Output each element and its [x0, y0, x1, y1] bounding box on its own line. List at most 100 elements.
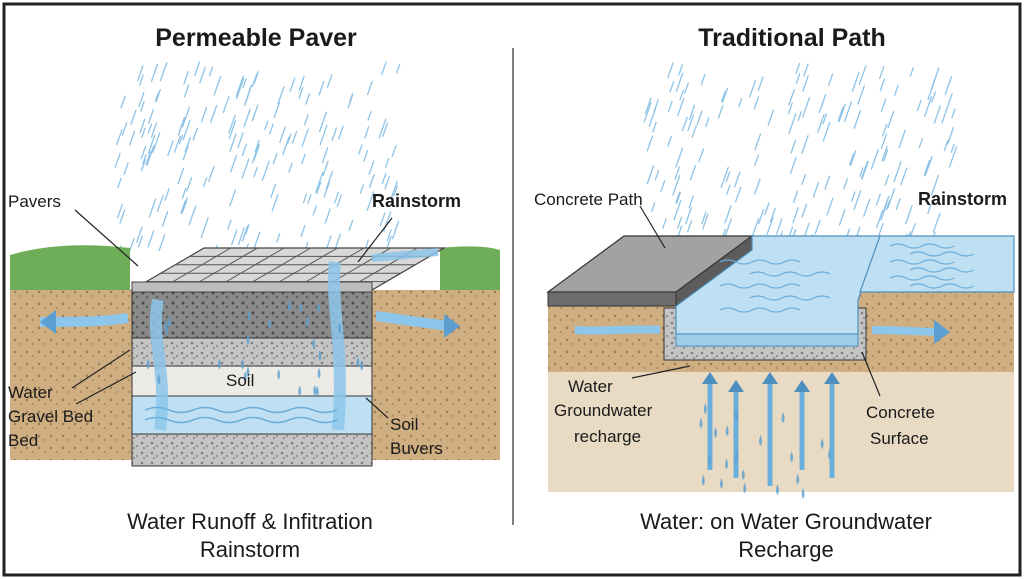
rain-streak	[754, 154, 760, 167]
rain-streak	[199, 66, 206, 84]
rain-streak	[757, 209, 765, 225]
water-drip	[781, 412, 785, 424]
rain-streak	[279, 126, 286, 144]
wave-line	[749, 271, 831, 277]
water-drips-left	[146, 300, 364, 397]
rain-streak	[227, 219, 232, 230]
rain-streak	[769, 207, 776, 223]
rain-streak	[315, 171, 324, 193]
rain-streak	[700, 73, 706, 86]
water-drip	[317, 367, 321, 379]
rain-streak	[802, 75, 809, 92]
rain-streak	[724, 205, 732, 224]
rain-streak	[208, 66, 214, 77]
rain-streak	[853, 109, 862, 129]
rain-streak	[672, 174, 681, 196]
rain-streak	[147, 134, 156, 154]
water-drip	[734, 409, 738, 421]
rain-streak	[140, 145, 147, 160]
rain-streak	[161, 210, 169, 228]
rain-streak	[229, 189, 237, 207]
water-drip	[157, 373, 161, 385]
water-drip	[360, 359, 364, 371]
rain-streak	[150, 63, 159, 83]
rain-streak	[200, 217, 209, 239]
rain-streak	[318, 80, 325, 96]
rain-streak	[696, 110, 703, 126]
rain-streak	[186, 177, 193, 192]
water-drip	[299, 301, 303, 313]
rain-streak	[738, 97, 743, 108]
rain-streak	[348, 219, 354, 231]
rain-streak	[818, 93, 827, 114]
rain-streak	[644, 97, 652, 115]
water-drip	[268, 317, 272, 329]
rain-streak	[875, 193, 881, 206]
rain-streak	[253, 231, 261, 250]
up-arrow-head	[794, 380, 810, 392]
water-drip	[703, 403, 707, 415]
rain-streak	[300, 224, 306, 237]
rain-streak	[137, 235, 143, 248]
wave-line	[889, 259, 955, 265]
rain-streak	[229, 154, 238, 173]
concrete-slab-front	[547, 291, 677, 307]
water-drip	[356, 356, 360, 368]
rain-streak	[381, 173, 387, 185]
rain-streak	[948, 146, 958, 168]
rain-streak	[137, 65, 144, 82]
rain-streak	[305, 93, 311, 105]
water-drip	[820, 438, 824, 450]
water-drip	[338, 322, 342, 334]
water-drip	[246, 366, 250, 378]
rain-streak	[181, 187, 187, 199]
rain-streak	[801, 203, 808, 218]
water-drip	[217, 358, 221, 370]
rain-streak	[797, 111, 802, 121]
up-arrow-head	[702, 372, 718, 384]
rain-streak	[120, 95, 126, 109]
rain-streak	[146, 144, 155, 166]
rain-streak	[667, 100, 673, 112]
label-water-right: Water	[568, 377, 613, 396]
rain-streak	[152, 132, 161, 153]
rain-streak	[325, 235, 332, 250]
water-drip	[707, 454, 711, 466]
rain-streak	[863, 198, 871, 217]
rain-streak	[689, 164, 697, 181]
deep-soil	[548, 372, 1014, 492]
wave-line	[719, 307, 801, 313]
surface-flow	[371, 248, 439, 262]
rain-streak	[210, 104, 218, 124]
rain-streak	[898, 129, 906, 149]
rain-streak	[347, 94, 354, 109]
leader-rainstorm-left	[357, 217, 393, 263]
water-storage-layer	[131, 395, 373, 435]
left-caption-line2: Rainstorm	[200, 537, 300, 562]
label-groundwater: Groundwater	[554, 401, 653, 420]
water-drip	[243, 371, 247, 383]
rain-streak	[200, 106, 208, 123]
rain-streak	[230, 229, 238, 246]
rain-streak	[927, 82, 935, 101]
label-recharge: recharge	[574, 427, 641, 446]
rain-streak	[384, 175, 390, 190]
water-drip	[734, 451, 738, 463]
rain-streak	[853, 189, 862, 211]
rain-streak	[194, 61, 201, 77]
rain-streak	[130, 109, 137, 125]
rain-streak	[241, 225, 249, 242]
rain-streak	[826, 197, 834, 216]
rain-streak	[228, 120, 237, 140]
rain-streak	[138, 74, 144, 86]
rain-streak	[382, 122, 389, 137]
rain-streak	[927, 203, 932, 215]
rain-streak	[325, 170, 334, 190]
rain-streak	[156, 194, 164, 212]
rain-streak	[334, 233, 342, 250]
rain-streak	[253, 144, 260, 161]
rain-streak	[229, 133, 237, 153]
rain-streak	[814, 219, 821, 235]
rain-streak	[837, 106, 844, 122]
water-drips-right	[699, 403, 832, 499]
